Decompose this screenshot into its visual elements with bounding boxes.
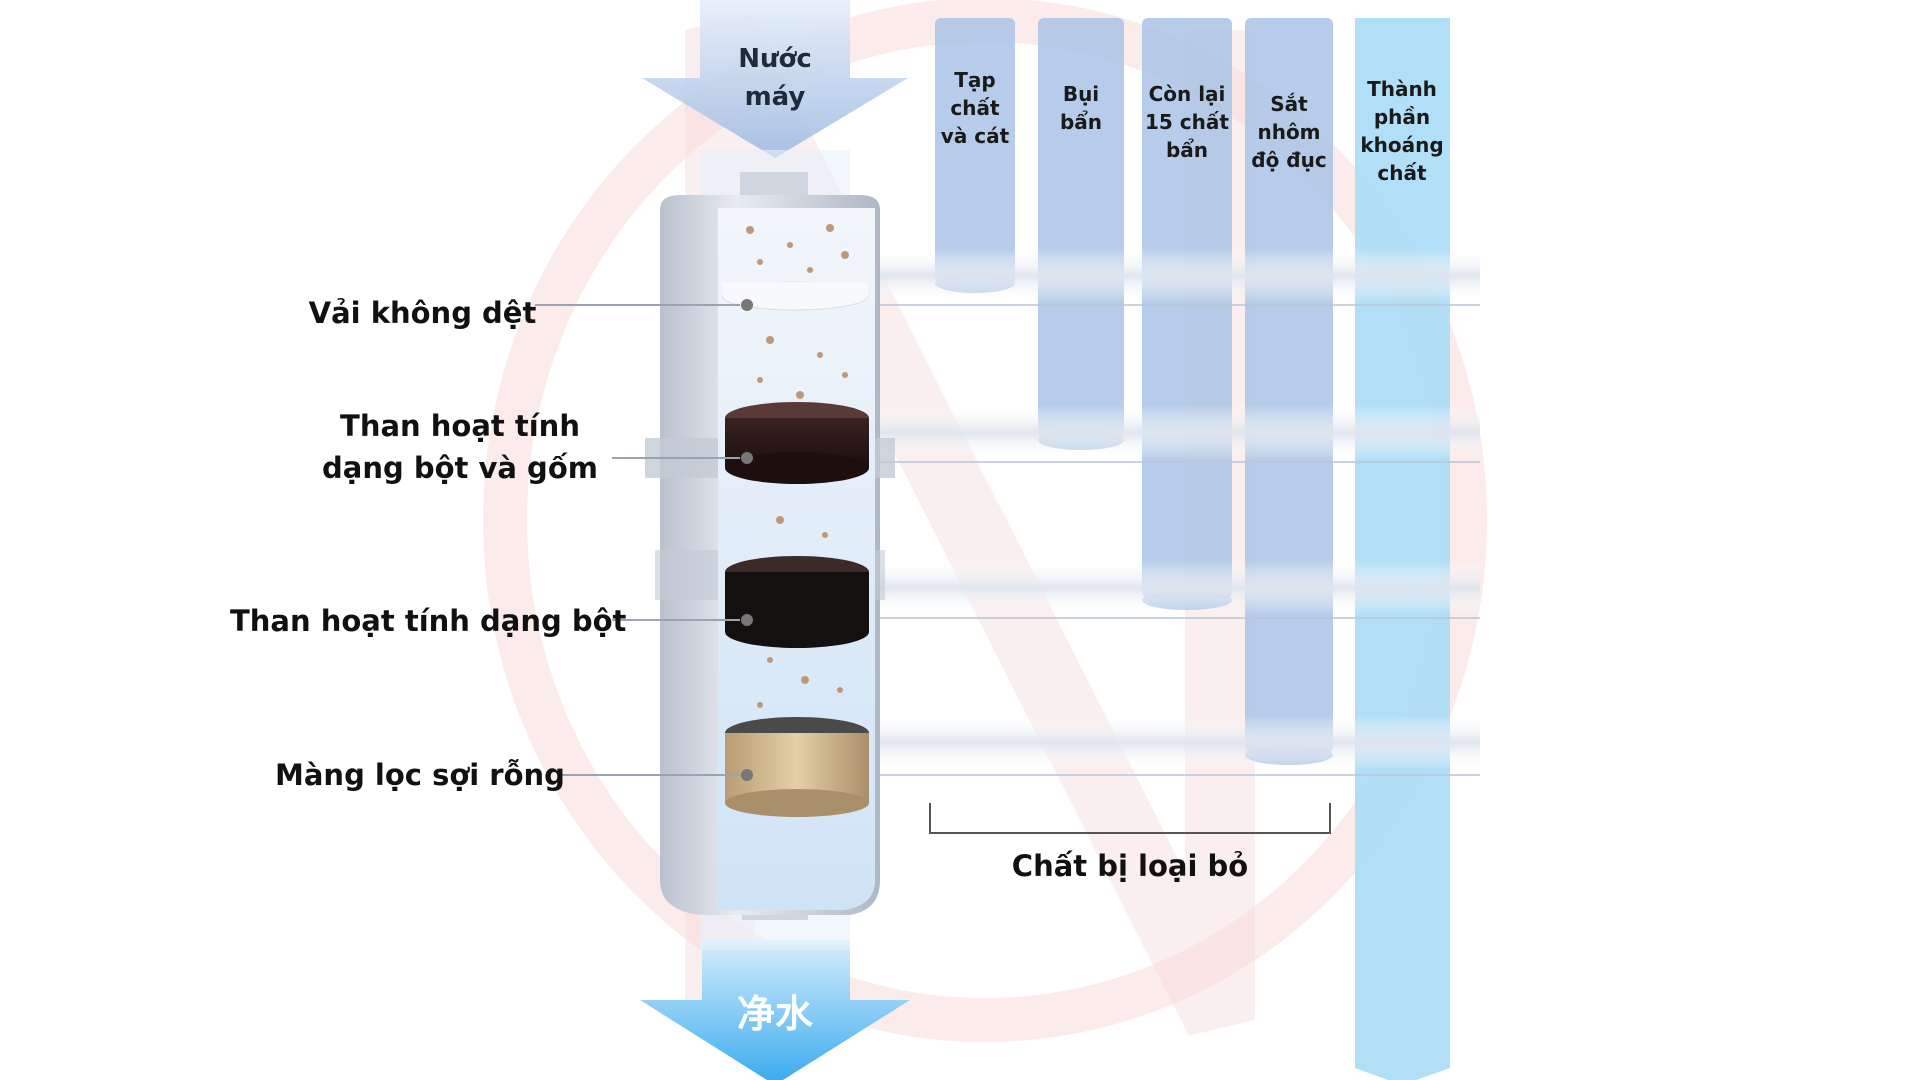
particles [746,224,849,708]
removed-substances-label: Chất bị loại bỏ [1011,849,1249,883]
output-arrow-shape [640,940,910,1080]
input-water-line-1: Nước [738,44,812,74]
layer-label-carbon-powder: Than hoạt tính dạng bột [230,604,627,638]
filter-cartridge [645,172,895,920]
column-label-dust: Bụi bẩn [1059,82,1103,134]
output-water-label: 净水 [736,992,813,1036]
column-impurities-sand [935,18,1015,283]
layer-label-hollow-fiber: Màng lọc sợi rỗng [275,758,565,792]
layer-label-non-woven: Vải không dệt [308,296,537,330]
column-label-minerals: Thành phần khoáng chất [1360,77,1444,185]
column-label-remaining-15: Còn lại 15 chất bẩn [1145,82,1229,162]
input-water-line-2: máy [744,82,806,112]
input-water-label: Nước máy [700,40,850,116]
layer-label-line-2: dạng bột và gốm [322,451,598,485]
removed-bracket [929,803,1331,834]
layer-label-carbon-ceramic: Than hoạt tính dạng bột và gốm [320,405,600,489]
layer-label-line-1: Than hoạt tính [340,409,580,443]
column-label-iron-aluminium: Sắt nhôm độ đục [1251,92,1327,172]
column-dust [1038,18,1124,438]
input-arrow-shape [642,0,908,158]
column-label-impurities-sand: Tạp chất và cát [940,68,1010,148]
